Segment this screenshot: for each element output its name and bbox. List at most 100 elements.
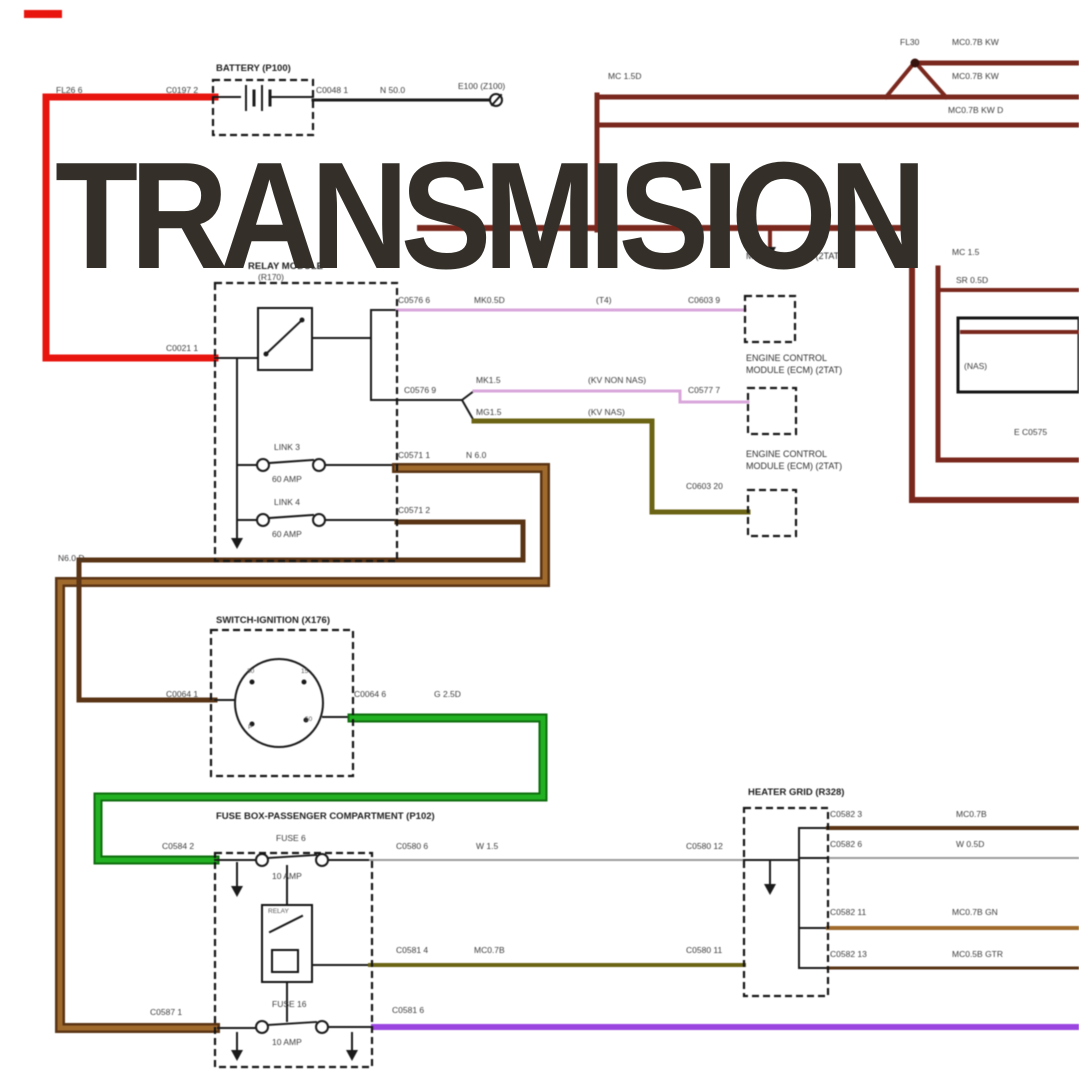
link4-element — [267, 513, 315, 520]
brown-main-wire — [57, 465, 548, 1031]
wire-label: C0603 9 — [688, 295, 721, 305]
ecm1-title: MODULE (ECM) (2TAT) — [746, 251, 843, 261]
fusebox-relay-blade — [268, 914, 304, 934]
wire-label: C0582 11 — [830, 907, 867, 917]
ignition-wiring — [93, 658, 548, 865]
link3-terminal — [312, 458, 326, 472]
wire-label: C0587 1 — [150, 1007, 183, 1017]
wire-label: MG1.5 — [476, 407, 502, 417]
wire-label: C0021 1 — [166, 343, 199, 353]
green-ignition-wire — [95, 715, 546, 863]
fusebox-relay-box — [261, 904, 313, 983]
wire-label: (R170) — [258, 272, 284, 282]
battery-circuit — [24, 10, 503, 362]
wire-label: 10 AMP — [272, 1037, 302, 1047]
wire-label: MC0.7B — [474, 945, 505, 955]
ignition-stubs — [214, 699, 353, 718]
wire-label: MODULE (ECM) (2TAT) — [746, 365, 843, 375]
split-brace — [396, 389, 476, 423]
link3-element — [267, 458, 315, 465]
wire-label: C0580 6 — [396, 841, 429, 851]
wire-label: 50 — [305, 716, 313, 723]
relay-output-stubs — [311, 309, 398, 401]
fuse6-terminal — [315, 853, 329, 867]
component-boxes — [209, 78, 830, 1069]
wire-label: C0580 12 — [686, 841, 723, 851]
fuse16-terminal — [315, 1020, 329, 1034]
ground-symbol — [489, 93, 503, 107]
battery-title: BATTERY (P100) — [216, 63, 291, 74]
wire-label: C0584 2 — [162, 841, 195, 851]
wire-label: C0582 3 — [830, 809, 863, 819]
wire-label: C0571 1 — [398, 450, 431, 460]
ignition-switch-box — [209, 628, 355, 778]
wire-label: C0603 20 — [686, 481, 723, 491]
wire-label: MC0.7B KW — [952, 37, 999, 47]
wire-label: C0064 1 — [166, 689, 199, 699]
wire-label: P — [248, 724, 253, 731]
fuse-box — [213, 851, 374, 1069]
wire-label: FL26 6 — [56, 85, 83, 95]
fusebox-bottom-arrow-stems — [236, 1032, 353, 1051]
fuse-box-title: FUSE BOX-PASSENGER COMPARTMENT (P102) — [216, 811, 435, 822]
wire-label: SR 0.5D — [956, 275, 989, 285]
wire-label: MC0.7B KW D — [948, 105, 1004, 115]
fuse16-terminal — [255, 1020, 269, 1034]
wire-label: MK0.5D — [474, 295, 505, 305]
ignition-switch-title: SWITCH-IGNITION (X176) — [216, 615, 331, 626]
wire-label: MC0.5B GTR — [952, 949, 1004, 959]
wire-label: (T4) — [596, 295, 612, 305]
heater-arrow — [764, 884, 776, 895]
ecm3-title: ENGINE CONTROL — [746, 449, 828, 459]
wire-label: C0582 13 — [830, 949, 867, 959]
ecm1-box — [743, 294, 797, 344]
battery-box — [211, 78, 315, 137]
ecm1-drop-arrow — [764, 247, 776, 258]
wire-label: C0577 7 — [688, 385, 721, 395]
wire-label: C0197 2 — [166, 85, 199, 95]
junction-dot — [910, 58, 920, 68]
wire-label: (KV NAS) — [588, 407, 625, 417]
wire-label: FL30 — [900, 37, 920, 47]
wire-label: C0576 9 — [404, 385, 437, 395]
wire-label: MODULE (ECM) (2TAT) — [746, 461, 843, 471]
heater-grid-wiring — [743, 826, 1079, 970]
fuse-box-wiring — [214, 853, 1079, 1061]
ecm2-box — [746, 386, 798, 436]
maroon-harness — [417, 58, 1079, 503]
wire-label: C0064 6 — [354, 689, 387, 699]
wire-label: C0581 6 — [392, 1005, 425, 1015]
relay-contact-dot — [263, 351, 269, 357]
fuse16-element — [266, 1020, 318, 1027]
relay-bus-arrow — [231, 538, 243, 549]
relay-module-wiring — [214, 307, 751, 549]
fusebox-arrow-1 — [231, 886, 243, 897]
wire-label: C0048 1 — [316, 85, 349, 95]
maroon-right-loop-inner — [935, 265, 1079, 463]
wire-label: W 1.5 — [476, 841, 499, 851]
wire-label: C0581 4 — [396, 945, 429, 955]
wire-label: C0582 6 — [830, 839, 863, 849]
relay-module-box — [213, 281, 399, 563]
wire-label: 15 — [301, 668, 309, 675]
wire-label: N 6.0 — [466, 450, 487, 460]
battery-plates-long — [245, 85, 263, 111]
link3-terminal — [256, 458, 270, 472]
wire-label: (NAS) — [964, 361, 988, 371]
red-battery-feed-wire — [42, 93, 219, 362]
wire-label: MK1.5 — [476, 375, 501, 385]
nas-block-outline — [956, 316, 1079, 394]
fusebox-relay-coil — [271, 949, 299, 973]
battery-plates-short — [252, 89, 272, 107]
wire-label: LINK 4 — [274, 497, 300, 507]
wire-label: C0571 2 — [398, 505, 431, 515]
pink-wire-kv-non-nas — [472, 389, 750, 404]
wire-label: MC 1.5 — [952, 247, 980, 257]
heater-grid-box — [742, 806, 830, 998]
link4-terminal — [312, 513, 326, 527]
wire-label: LINK 3 — [274, 442, 300, 452]
wire-label: MC0.7B KW — [952, 71, 999, 81]
maroon-junction-diagonals — [883, 59, 949, 100]
